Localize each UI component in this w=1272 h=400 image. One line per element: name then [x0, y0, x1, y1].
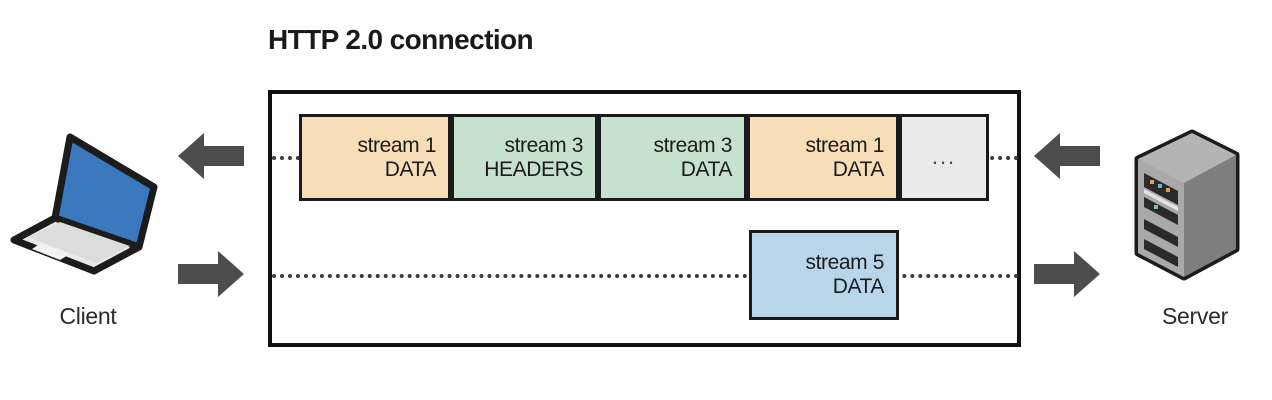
server-rack-icon [1122, 125, 1252, 285]
frame-more-ellipsis[interactable]: ... [899, 114, 989, 201]
arrow-client-outbound [176, 247, 246, 301]
frame-type-label: DATA [680, 157, 733, 181]
frame-stream-label: stream 1 [805, 133, 885, 157]
frame-stream-1-data-a[interactable]: stream 1 DATA [299, 114, 451, 201]
frame-stream-label: stream 3 [504, 133, 584, 157]
frame-stream-3-headers[interactable]: stream 3 HEADERS [451, 114, 598, 201]
ellipsis-label: ... [931, 144, 957, 170]
frame-stream-1-data-b[interactable]: stream 1 DATA [747, 114, 899, 201]
frame-stream-3-data[interactable]: stream 3 DATA [598, 114, 747, 201]
arrow-server-outbound [1032, 129, 1102, 183]
frame-type-label: DATA [832, 275, 885, 298]
frame-stream-label: stream 1 [357, 133, 437, 157]
frame-type-label: DATA [832, 157, 885, 181]
frame-type-label: HEADERS [484, 157, 583, 181]
upstream-channel-line [272, 274, 1019, 278]
frame-stream-label: stream 5 [805, 251, 885, 275]
client-label: Client [59, 303, 117, 329]
connection-boundary [268, 90, 1021, 347]
frame-stream-5-data[interactable]: stream 5 DATA [749, 230, 899, 320]
page-title: HTTP 2.0 connection [268, 24, 534, 55]
arrow-server-inbound [1032, 247, 1102, 301]
frame-stream-label: stream 3 [653, 133, 733, 157]
frame-type-label: DATA [384, 157, 437, 181]
arrow-client-inbound [176, 129, 246, 183]
laptop-icon [8, 125, 168, 275]
server-label: Server [1162, 303, 1228, 329]
